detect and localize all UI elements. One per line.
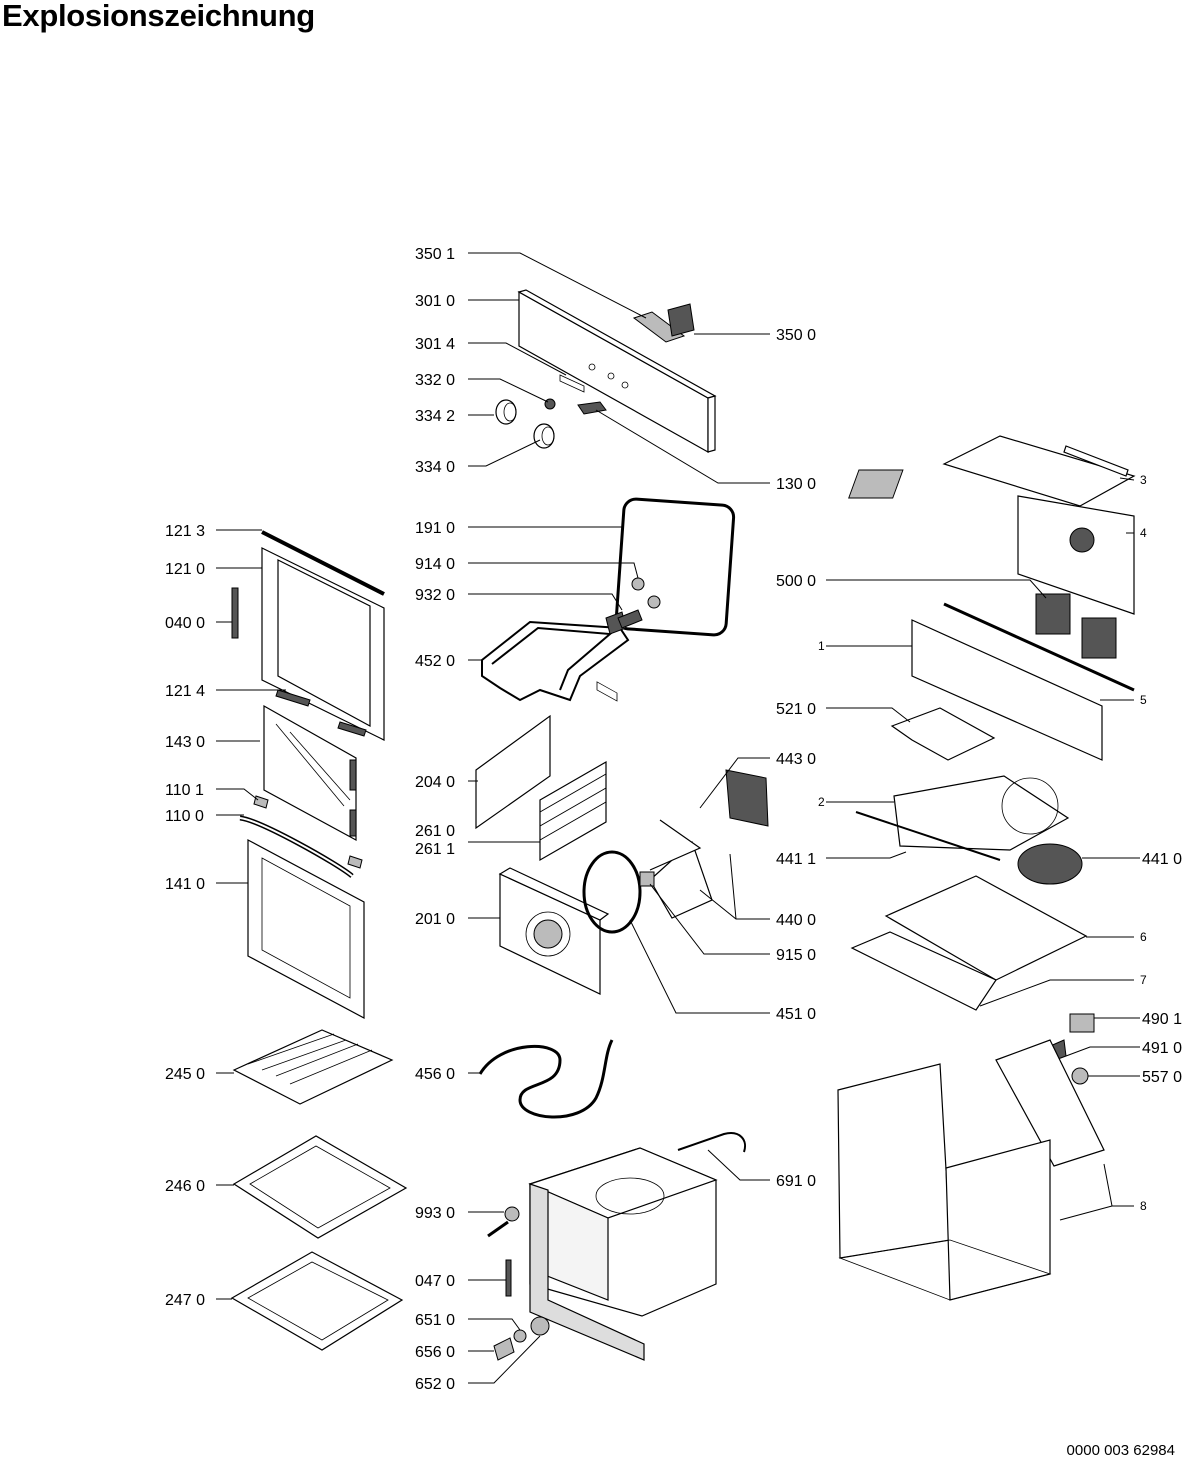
callout-441-1: 441 1 [776, 851, 816, 868]
page-title: Explosionszeichnung [2, 0, 315, 33]
callout-6: 6 [1140, 930, 1147, 944]
callout-334-0: 334 0 [415, 459, 455, 476]
ring-heater-part [582, 850, 642, 934]
door-handle-part [239, 795, 363, 878]
callout-246-0: 246 0 [165, 1178, 205, 1195]
callout-245-0: 245 0 [165, 1066, 205, 1083]
side-rack-part [539, 760, 607, 862]
knob-parts [495, 398, 607, 449]
outer-glass-part [247, 838, 365, 1020]
callout-4: 4 [1140, 526, 1147, 540]
inner-glass-part [263, 704, 357, 842]
module-housing-part [890, 707, 996, 761]
callout-121-4: 121 4 [165, 683, 205, 700]
oven-housing-part [837, 1039, 1105, 1301]
callout-labels: 350 1 301 0 301 4 332 0 334 2 334 0 350 … [165, 246, 1182, 1393]
callout-121-3: 121 3 [165, 523, 205, 540]
callout-915-0: 915 0 [776, 947, 816, 964]
callout-204-0: 204 0 [415, 774, 455, 791]
callout-110-1: 110 1 [165, 782, 204, 799]
small-parts [487, 1132, 746, 1361]
callout-521-0: 521 0 [776, 701, 816, 718]
baking-tray-part [232, 1135, 408, 1239]
callout-691-0: 691 0 [776, 1173, 816, 1190]
callout-201-0: 201 0 [415, 911, 455, 928]
relay-module-part [1035, 593, 1117, 659]
callout-191-0: 191 0 [415, 520, 455, 537]
callout-332-0: 332 0 [415, 372, 455, 389]
callout-110-0: 110 0 [165, 808, 204, 825]
callout-7: 7 [1140, 973, 1147, 987]
callout-440-0: 440 0 [776, 912, 816, 929]
callout-121-0: 121 0 [165, 561, 205, 578]
callout-047-0: 047 0 [415, 1273, 455, 1290]
callout-141-0: 141 0 [165, 876, 205, 893]
callout-932-0: 932 0 [415, 587, 455, 604]
callout-3: 3 [1140, 473, 1147, 487]
rear-shield-part [475, 714, 551, 830]
front-frame-part [911, 602, 1135, 761]
dripping-pan-part [230, 1251, 404, 1351]
callout-2: 2 [818, 795, 825, 809]
fan-cover-part [498, 867, 610, 995]
oven-cavity-part [528, 1147, 718, 1361]
callout-456-0: 456 0 [415, 1066, 455, 1083]
callout-557-0: 557 0 [1142, 1069, 1182, 1086]
top-cover-part [848, 435, 1136, 615]
callout-651-0: 651 0 [415, 1312, 455, 1329]
callout-5: 5 [1140, 693, 1147, 707]
cavity-top-part [855, 775, 1083, 885]
callout-261-1: 261 1 [415, 841, 455, 858]
callout-441-0: 441 0 [1142, 851, 1182, 868]
callout-247-0: 247 0 [165, 1292, 205, 1309]
callout-040-0: 040 0 [165, 615, 205, 632]
callout-130-0: 130 0 [776, 476, 816, 493]
wire-rack-part [232, 1029, 394, 1105]
callout-652-0: 652 0 [415, 1376, 455, 1393]
callout-143-0: 143 0 [165, 734, 205, 751]
leader-lines [216, 252, 1140, 1384]
callout-350-0: 350 0 [776, 327, 816, 344]
callout-261-0: 261 0 [415, 823, 455, 840]
callout-301-0: 301 0 [415, 293, 455, 310]
grill-heater-part [478, 1039, 614, 1119]
top-heater-part [481, 609, 643, 702]
callout-8: 8 [1140, 1199, 1147, 1213]
electronic-module-part [632, 303, 695, 343]
callout-451-0: 451 0 [776, 1006, 816, 1023]
callout-491-0: 491 0 [1142, 1040, 1182, 1057]
insulation-part [850, 875, 1088, 1011]
callout-914-0: 914 0 [415, 556, 455, 573]
callout-452-0: 452 0 [415, 653, 455, 670]
callout-443-0: 443 0 [776, 751, 816, 768]
control-panel-part [517, 289, 717, 702]
callout-993-0: 993 0 [415, 1205, 455, 1222]
callout-500-0: 500 0 [776, 573, 816, 590]
fan-motor-part [639, 769, 769, 919]
callout-1: 1 [818, 639, 825, 653]
callout-656-0: 656 0 [415, 1344, 455, 1361]
callout-350-1: 350 1 [415, 246, 455, 263]
callout-334-2: 334 2 [415, 408, 455, 425]
door-frame-part [231, 530, 385, 741]
document-number: 0000 003 62984 [1066, 1442, 1175, 1459]
callout-301-4: 301 4 [415, 336, 455, 353]
callout-490-1: 490 1 [1142, 1011, 1182, 1028]
